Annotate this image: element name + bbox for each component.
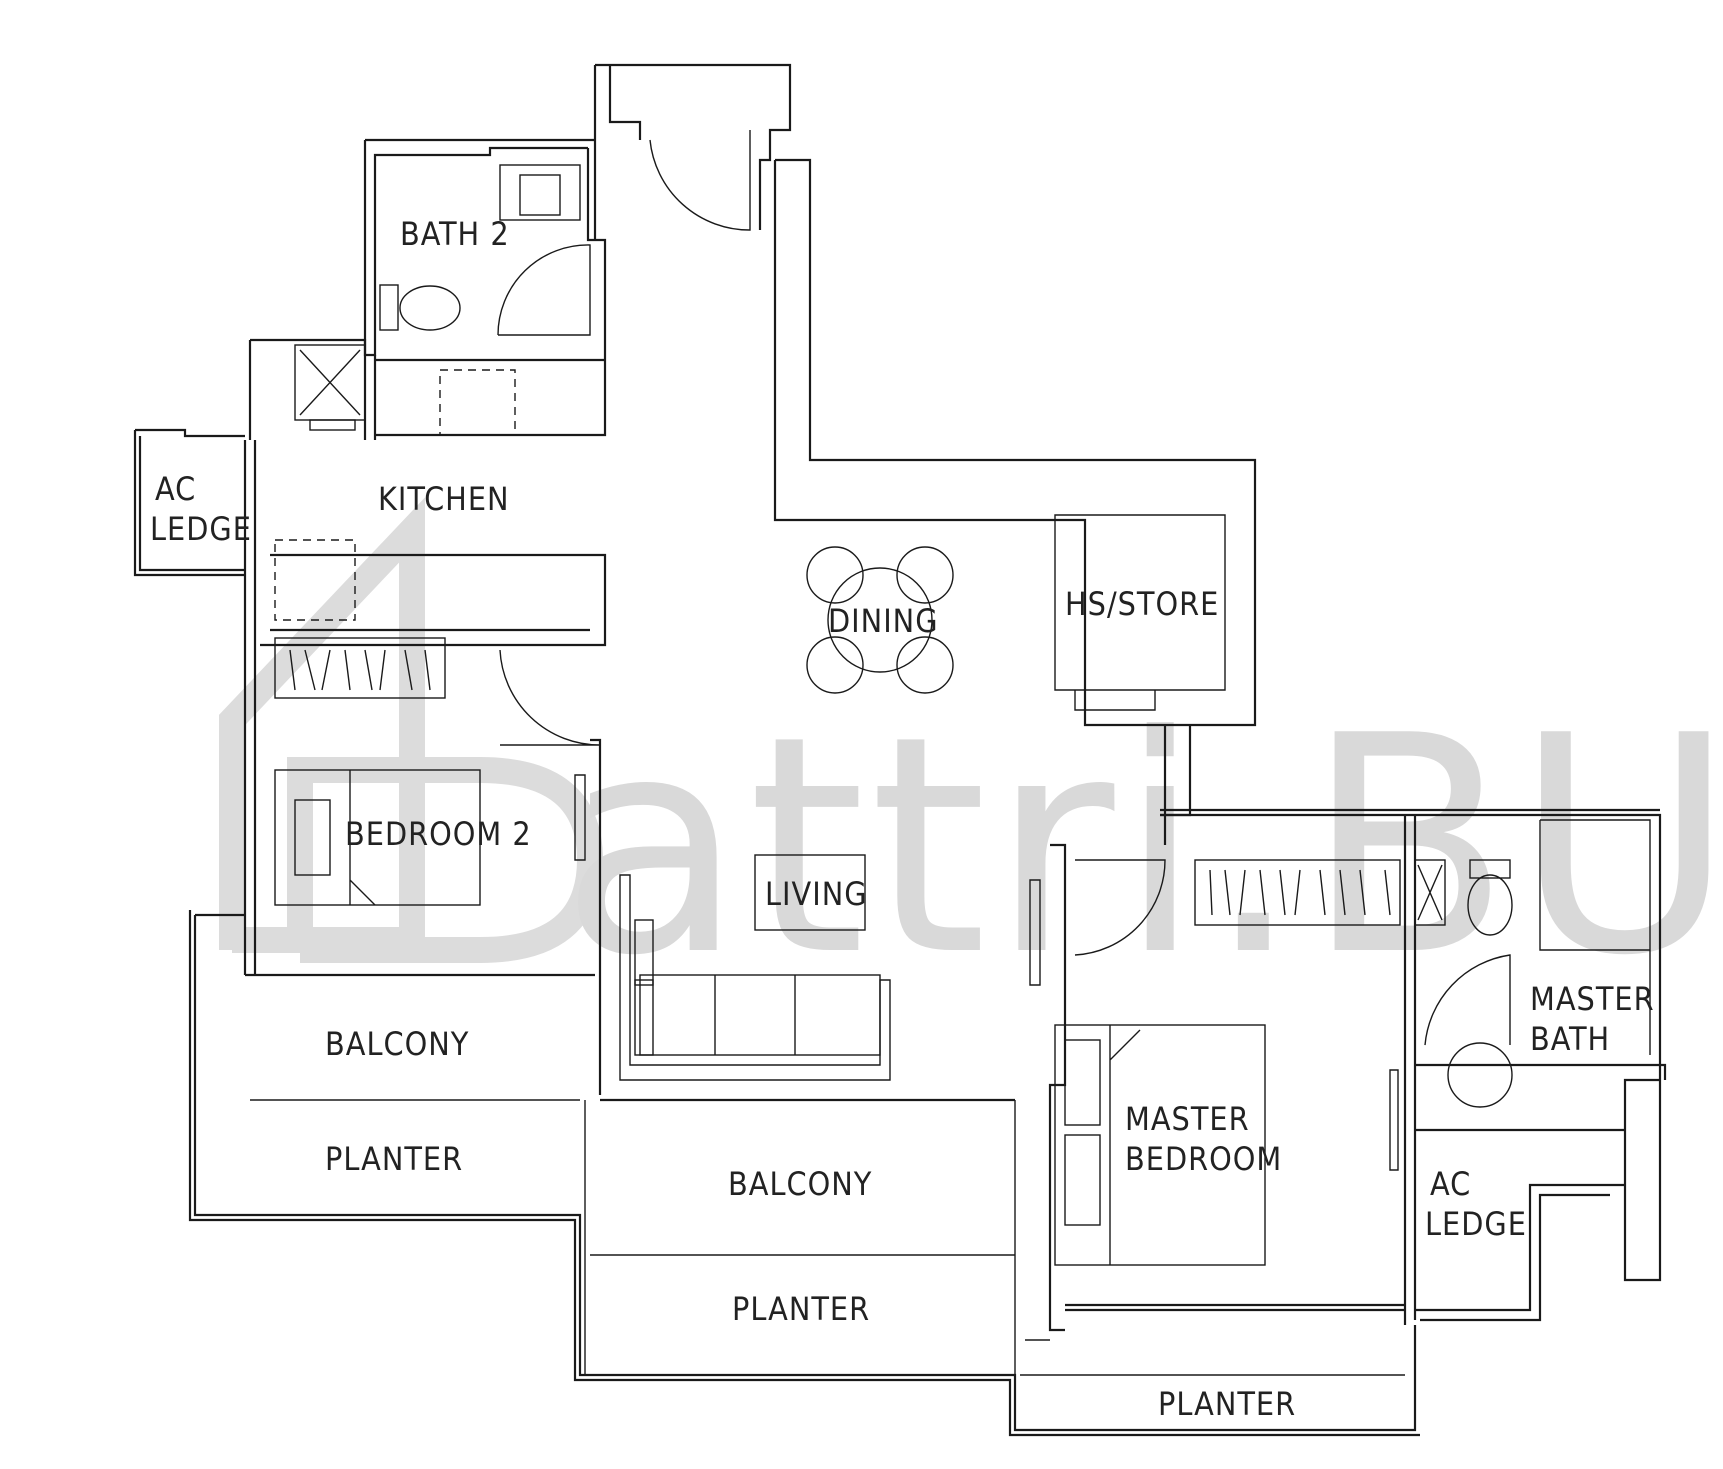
label-planter-left: PLANTER xyxy=(325,1140,463,1178)
fixtures xyxy=(274,164,1513,1266)
master-bedroom-door xyxy=(1074,859,1166,956)
bed-master xyxy=(1054,1024,1266,1266)
label-balcony-center: BALCONY xyxy=(728,1165,872,1203)
label-ac-ledge-left-2: LEDGE xyxy=(150,510,252,548)
label-ac-ledge-right-2: LEDGE xyxy=(1425,1205,1527,1243)
basin-master xyxy=(1447,1042,1513,1108)
bed-bedroom2 xyxy=(274,769,481,906)
watermark-house-logo xyxy=(219,497,604,963)
label-living: LIVING xyxy=(765,875,868,913)
label-master-bath-2: BATH xyxy=(1530,1020,1610,1058)
walls xyxy=(133,63,1667,1437)
label-ac-ledge-right-1: AC xyxy=(1430,1165,1471,1203)
watermark-text: attri.BUILD xyxy=(560,672,1723,1021)
label-ac-ledge-left-1: AC xyxy=(155,470,196,508)
label-master-bath-1: MASTER xyxy=(1530,980,1655,1018)
label-bedroom2: BEDROOM 2 xyxy=(345,815,532,853)
doors xyxy=(497,130,1511,1171)
entrance-door xyxy=(649,130,751,231)
label-hs-store: HS/STORE xyxy=(1065,585,1219,623)
bedroom2-door xyxy=(499,649,601,746)
dining-table xyxy=(827,567,933,673)
room-labels: BATH 2 KITCHEN AC LEDGE DINING HS/STORE … xyxy=(150,215,1655,1423)
bath2-door xyxy=(497,244,591,336)
label-bath2: BATH 2 xyxy=(400,215,510,253)
toilet-bath2 xyxy=(379,284,399,331)
label-dining: DINING xyxy=(828,602,939,640)
label-master-bedroom-2: BEDROOM xyxy=(1125,1140,1282,1178)
label-planter-center: PLANTER xyxy=(732,1290,870,1328)
toilet-master xyxy=(1467,874,1513,936)
master-bath-door xyxy=(1424,954,1511,1046)
label-master-bedroom-1: MASTER xyxy=(1125,1100,1250,1138)
label-planter-right: PLANTER xyxy=(1158,1385,1296,1423)
watermark: attri.BUILD xyxy=(219,497,1723,1021)
label-kitchen: KITCHEN xyxy=(378,480,510,518)
label-balcony-left: BALCONY xyxy=(325,1025,469,1063)
living-table xyxy=(754,854,866,931)
